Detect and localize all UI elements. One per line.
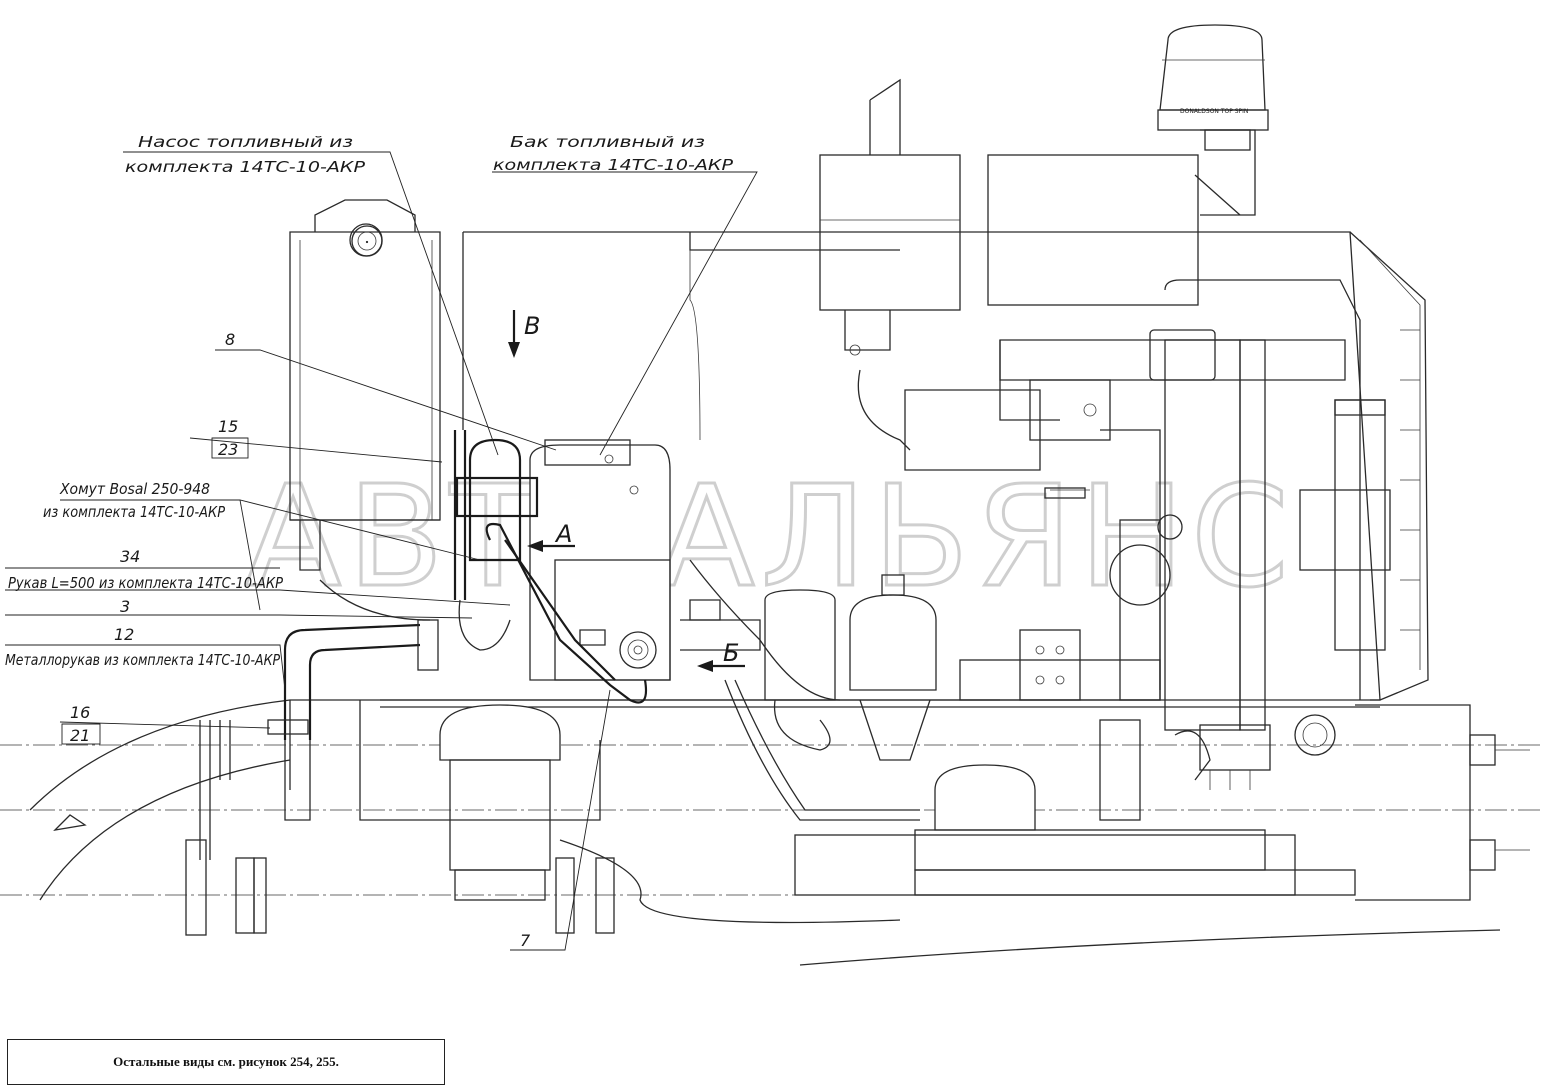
chassis-frame	[0, 699, 1543, 966]
footer-note: Остальные виды см. рисунок 254, 255.	[7, 1039, 445, 1085]
fuel-filters	[764, 574, 937, 761]
clamp-callout-line2: из комплекта 14ТС-10-АКР	[43, 503, 226, 521]
view-label-v: В	[524, 312, 540, 340]
position-7: 7	[520, 931, 531, 950]
hose-callout: Рукав L=500 из комплекта 14ТС-10-АКР	[8, 574, 284, 592]
position-12: 12	[114, 625, 134, 644]
air-filter: DONALDSON TOP SPIN	[987, 24, 1269, 306]
engine-mounts	[439, 704, 1530, 901]
clamp-callout-line1: Хомут Bosal 250-948	[59, 480, 210, 498]
engine-body	[904, 340, 1183, 701]
engine-housing	[380, 231, 1429, 708]
position-23: 23	[218, 440, 238, 459]
metalhose-callout: Металлорукав из комплекта 14ТС-10-АКР	[5, 651, 281, 669]
position-21: 21	[70, 726, 90, 745]
oil-tank	[289, 199, 441, 521]
air-filter-label: DONALDSON TOP SPIN	[1180, 108, 1248, 115]
position-34: 34	[120, 547, 140, 566]
view-arrows	[508, 310, 745, 672]
pump-callout-line1: Насос топливный из	[138, 133, 353, 151]
fuel-pump	[453, 430, 648, 704]
position-3: 3	[120, 597, 130, 616]
view-label-a: А	[554, 520, 572, 548]
watermark: АВТОАЛЬЯНС	[245, 456, 1295, 619]
position-8: 8	[225, 330, 235, 349]
metal-hose	[267, 520, 439, 821]
exhaust-pipe	[819, 78, 961, 451]
fuel-tank	[529, 439, 671, 681]
position-15: 15	[218, 417, 238, 436]
fuel-line	[680, 559, 920, 821]
tank-callout-line2: комплекта 14ТС-10-АКР	[493, 156, 734, 174]
position-16: 16	[70, 703, 90, 722]
tank-callout-line1: Бак топливный из	[510, 133, 705, 151]
water-pump	[1099, 719, 1271, 821]
pump-callout-line2: комплекта 14ТС-10-АКР	[125, 158, 366, 176]
view-label-b: Б	[723, 639, 739, 667]
